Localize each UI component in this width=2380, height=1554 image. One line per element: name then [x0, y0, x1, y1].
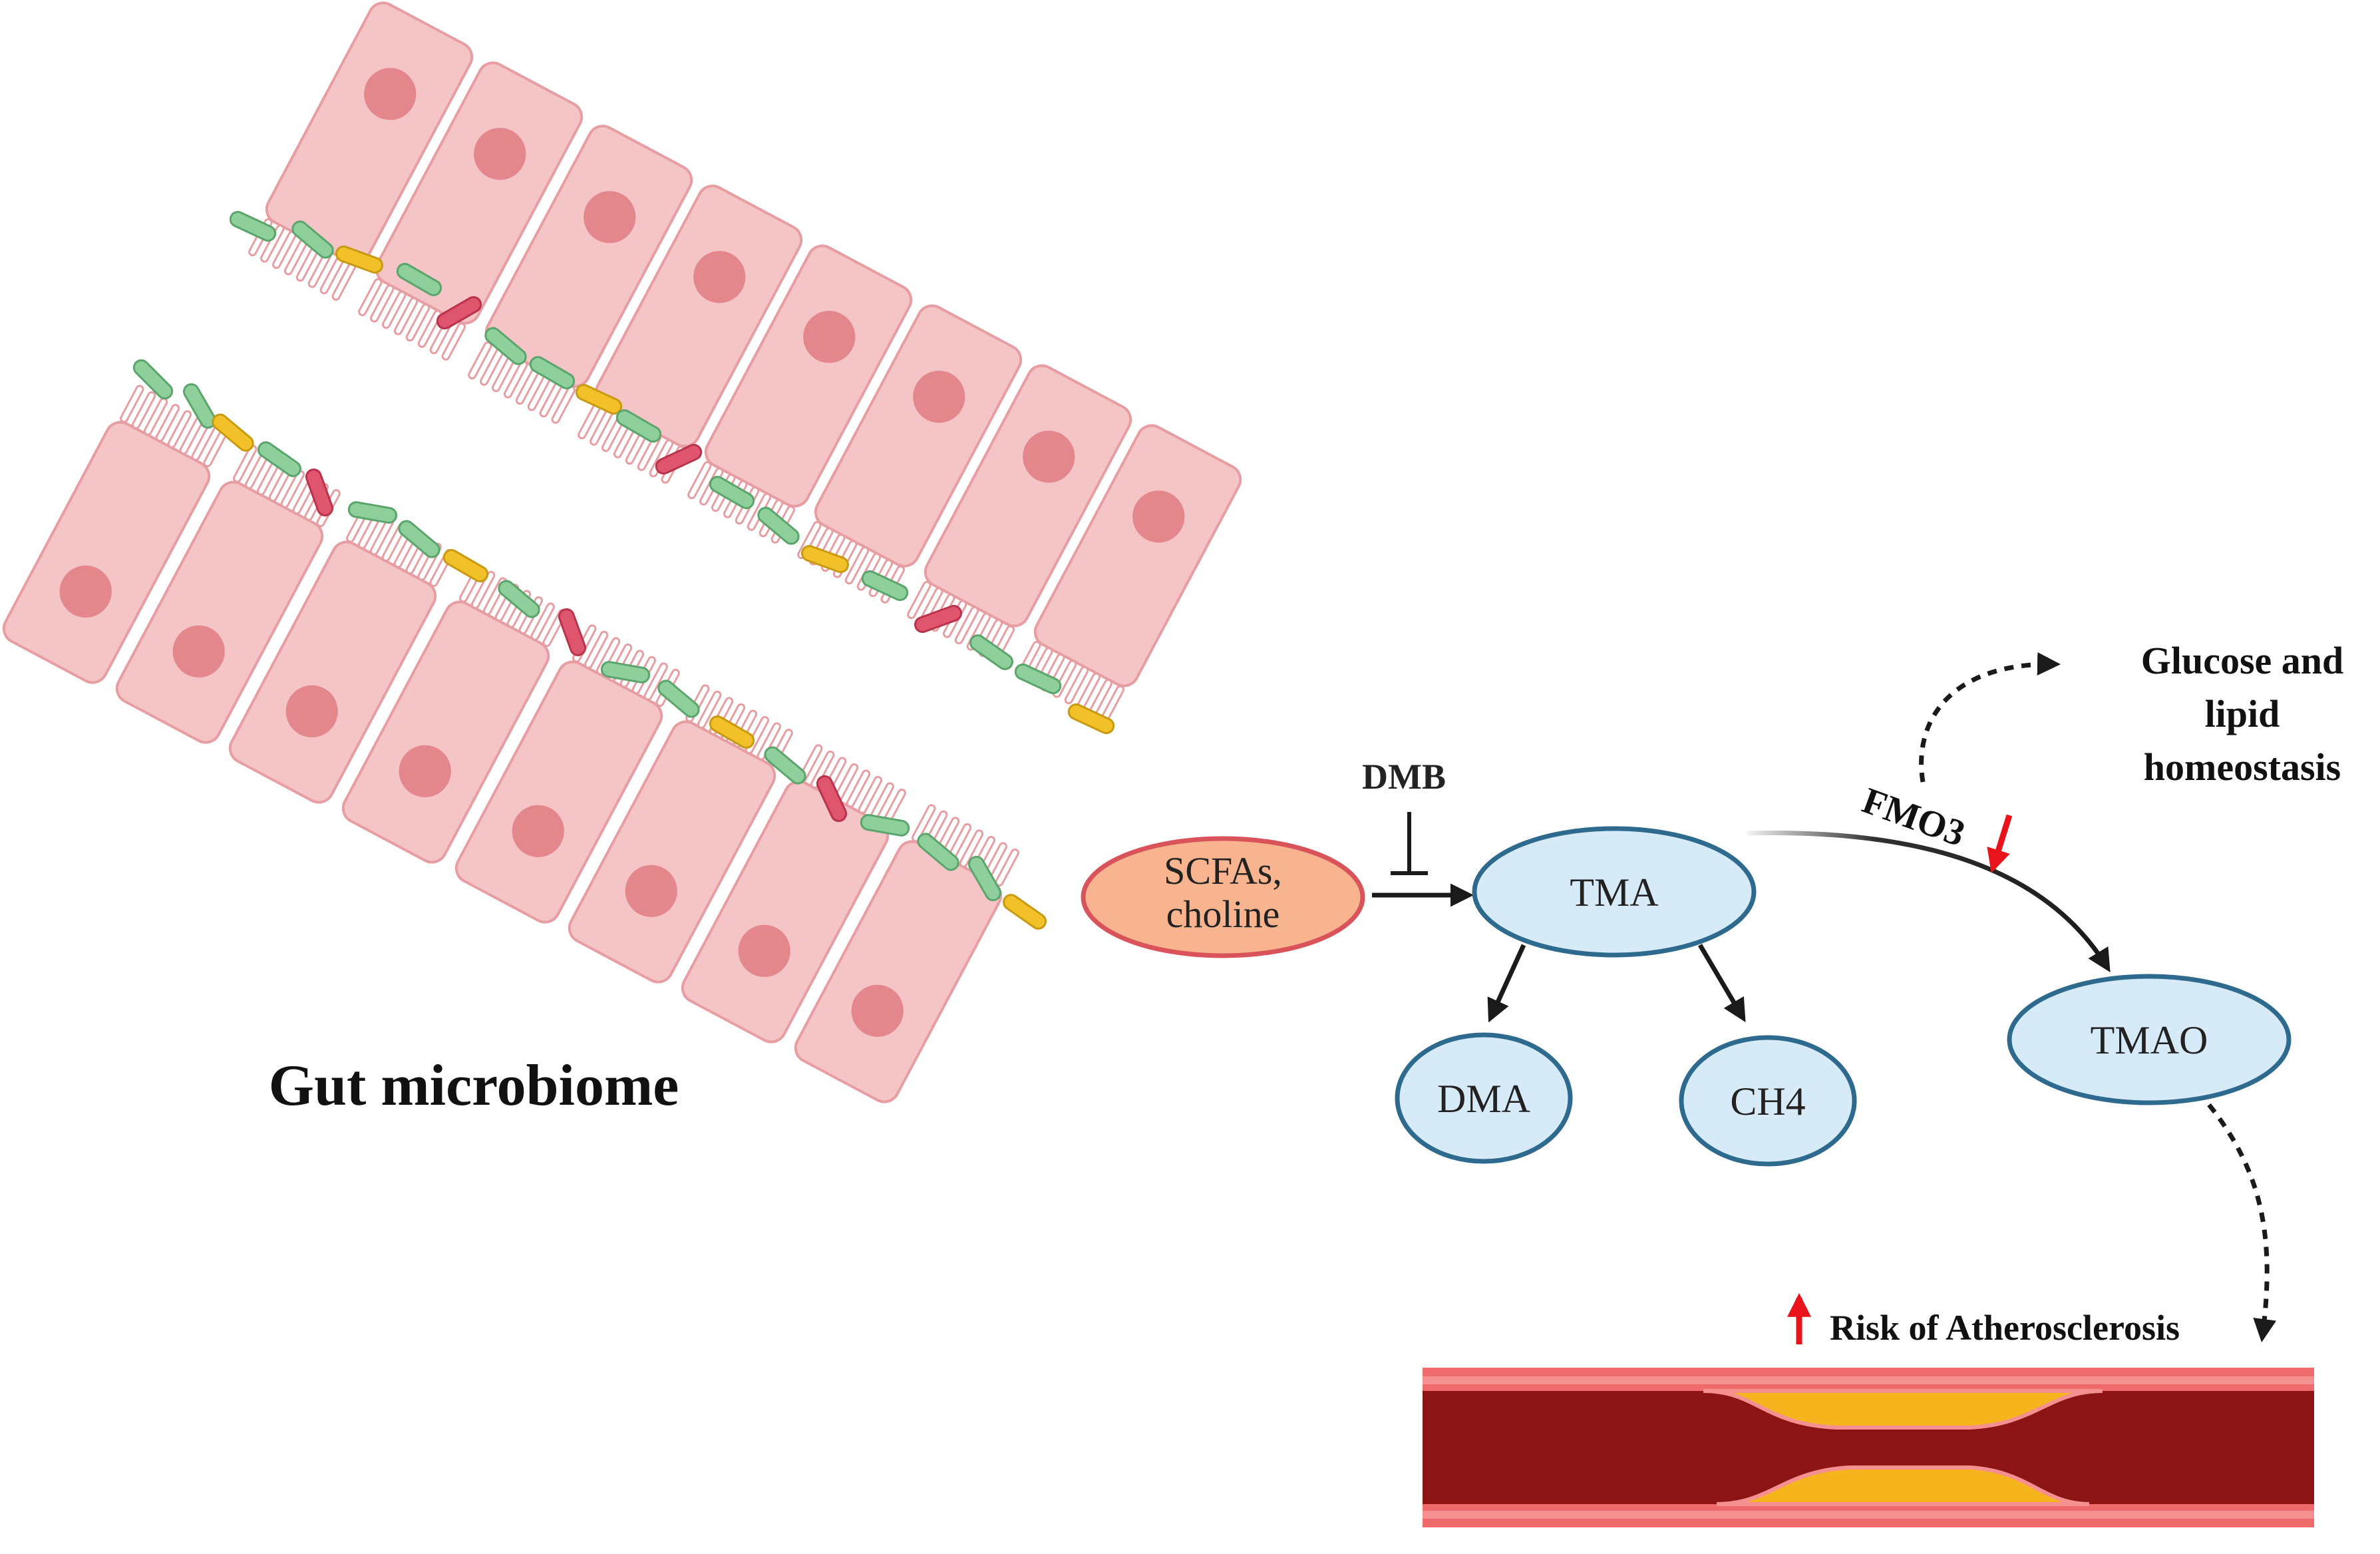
bacterium [968, 855, 1001, 902]
nucleus [172, 625, 225, 678]
blood-vessel [1423, 1368, 2314, 1527]
bacterium [229, 210, 277, 242]
nucleus [474, 128, 526, 180]
tmao-label: TMAO [2091, 1018, 2208, 1062]
tma-label: TMA [1570, 871, 1658, 914]
bacterium [575, 383, 623, 415]
bacterium [257, 441, 301, 477]
bacterium [396, 263, 442, 296]
bacterium [183, 383, 216, 429]
bacterium [398, 520, 440, 558]
arrow-tma-to-ch4 [1697, 944, 1746, 1023]
nucleus [1023, 431, 1075, 483]
nucleus [913, 371, 965, 423]
upper-cell [1017, 424, 1242, 723]
bacterium [600, 661, 651, 683]
dma-node: DMA [1395, 1032, 1573, 1164]
nucleus [693, 251, 746, 303]
glucose-line2: lipid [2205, 692, 2280, 735]
upper-epithelium [248, 1, 1242, 723]
nucleus [851, 984, 904, 1037]
dotted-arrow-to-glucose [1919, 652, 2061, 783]
nucleus [364, 68, 417, 120]
nucleus [803, 311, 856, 363]
dma-label: DMA [1437, 1077, 1530, 1121]
bacterium [709, 476, 755, 509]
glucose-line3: homeostasis [2144, 745, 2341, 789]
bacterium [347, 501, 398, 524]
bacterium [1003, 894, 1047, 930]
risk-label: Risk of Atherosclerosis [1830, 1308, 2180, 1348]
bacterium [861, 570, 909, 602]
scfa-label-line1: SCFAs, [1164, 849, 1282, 892]
arrow-tma-to-dma [1487, 944, 1526, 1023]
gut-microbiome-label: Gut microbiome [269, 1054, 679, 1118]
bacterium [335, 245, 383, 274]
bacterium [657, 680, 700, 718]
bacterium [212, 413, 254, 452]
nucleus [285, 685, 338, 737]
nucleus [512, 805, 564, 857]
bacterium [801, 544, 849, 574]
bacterium [816, 775, 848, 823]
plaque-top [1703, 1389, 2103, 1430]
upper-cell [358, 61, 584, 361]
dmb-label: DMB [1362, 757, 1446, 797]
bacterium [764, 746, 806, 785]
bacterium [291, 220, 334, 259]
bacterium [757, 506, 800, 545]
bacterium [442, 549, 489, 582]
bacterium [914, 604, 962, 634]
lower-cell [454, 624, 680, 924]
bacterium [529, 356, 576, 389]
bacterium [709, 715, 755, 749]
nucleus [59, 565, 112, 618]
lower-epithelium [2, 385, 1019, 1103]
bacterium [558, 608, 587, 656]
lower-cell [228, 504, 454, 804]
nucleus [738, 924, 790, 977]
bacterium [860, 814, 910, 837]
bacterium [655, 443, 703, 475]
bacterium [1014, 663, 1062, 695]
bacterium [917, 833, 959, 871]
bacteria-layer [132, 210, 1115, 930]
ch4-node: CH4 [1679, 1035, 1857, 1167]
dotted-arrow-tmao-to-vessel [2207, 1103, 2277, 1342]
tma-node: TMA [1472, 826, 1757, 958]
lower-cell [794, 804, 1019, 1103]
bacterium [132, 359, 174, 400]
inhibition-bar-icon [1391, 812, 1428, 875]
bacterium [1067, 703, 1115, 735]
ch4-label: CH4 [1730, 1079, 1805, 1123]
lower-cell [2, 385, 228, 684]
scfa-label-line2: choline [1166, 892, 1280, 936]
nucleus [625, 865, 677, 917]
nucleus [1132, 490, 1185, 543]
nucleus [399, 745, 451, 797]
bacterium [498, 580, 540, 618]
plaque-bottom [1716, 1465, 2090, 1506]
bacterium [484, 327, 527, 365]
bacterium [436, 296, 482, 329]
arrow-tma-to-tmao [1746, 831, 2111, 972]
scfa-choline-node: SCFAs, choline [1081, 836, 1365, 958]
red-down-arrow-icon [1987, 814, 2013, 873]
bacterium [305, 469, 334, 516]
nucleus [584, 191, 636, 244]
glucose-line1: Glucose and [2141, 639, 2344, 682]
bacterium [969, 634, 1013, 670]
bacterium [615, 409, 662, 443]
tmao-node: TMAO [2007, 974, 2292, 1105]
